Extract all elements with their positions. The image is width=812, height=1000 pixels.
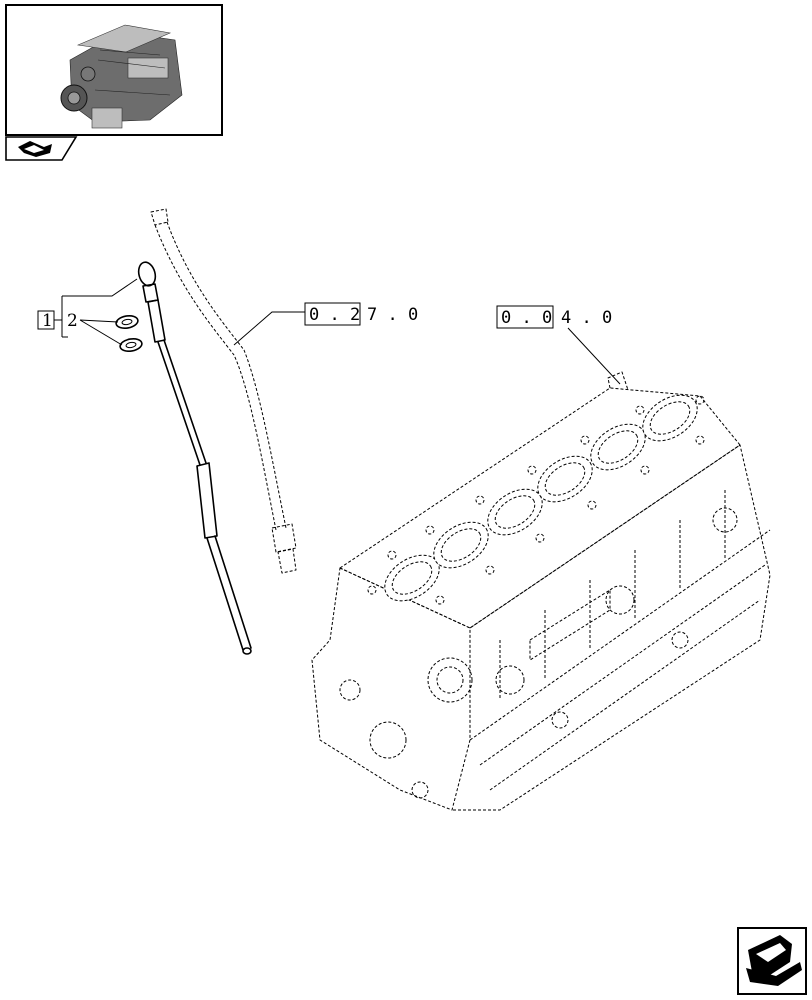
section-arrow-icon[interactable] [5, 136, 78, 161]
reference-engine-block[interactable]: 0 . 0 4 . 0 [496, 305, 621, 385]
engine-thumbnail-icon[interactable] [5, 4, 223, 136]
reference-dipstick-tube-boxed: 0 . 2 [309, 305, 360, 325]
reference-dipstick-tube-rest: 7 . 0 [367, 305, 418, 325]
reference-engine-block-boxed: 0 . 0 [501, 308, 552, 328]
callout-item-1[interactable]: 1 [37, 310, 55, 331]
next-page-arrow-icon[interactable] [737, 927, 807, 995]
reference-engine-block-rest: 4 . 0 [561, 308, 612, 328]
engine-block-dashed [311, 371, 771, 811]
callout-leader-lines [54, 278, 138, 346]
o-ring-seals [115, 314, 143, 353]
dipstick [137, 261, 252, 655]
callout-item-1-label: 1 [42, 311, 53, 331]
dipstick-tube-dashed [150, 208, 297, 574]
reference-dipstick-tube[interactable]: 0 . 2 7 . 0 [233, 302, 418, 346]
callout-item-2-label[interactable]: 2 [67, 311, 78, 331]
